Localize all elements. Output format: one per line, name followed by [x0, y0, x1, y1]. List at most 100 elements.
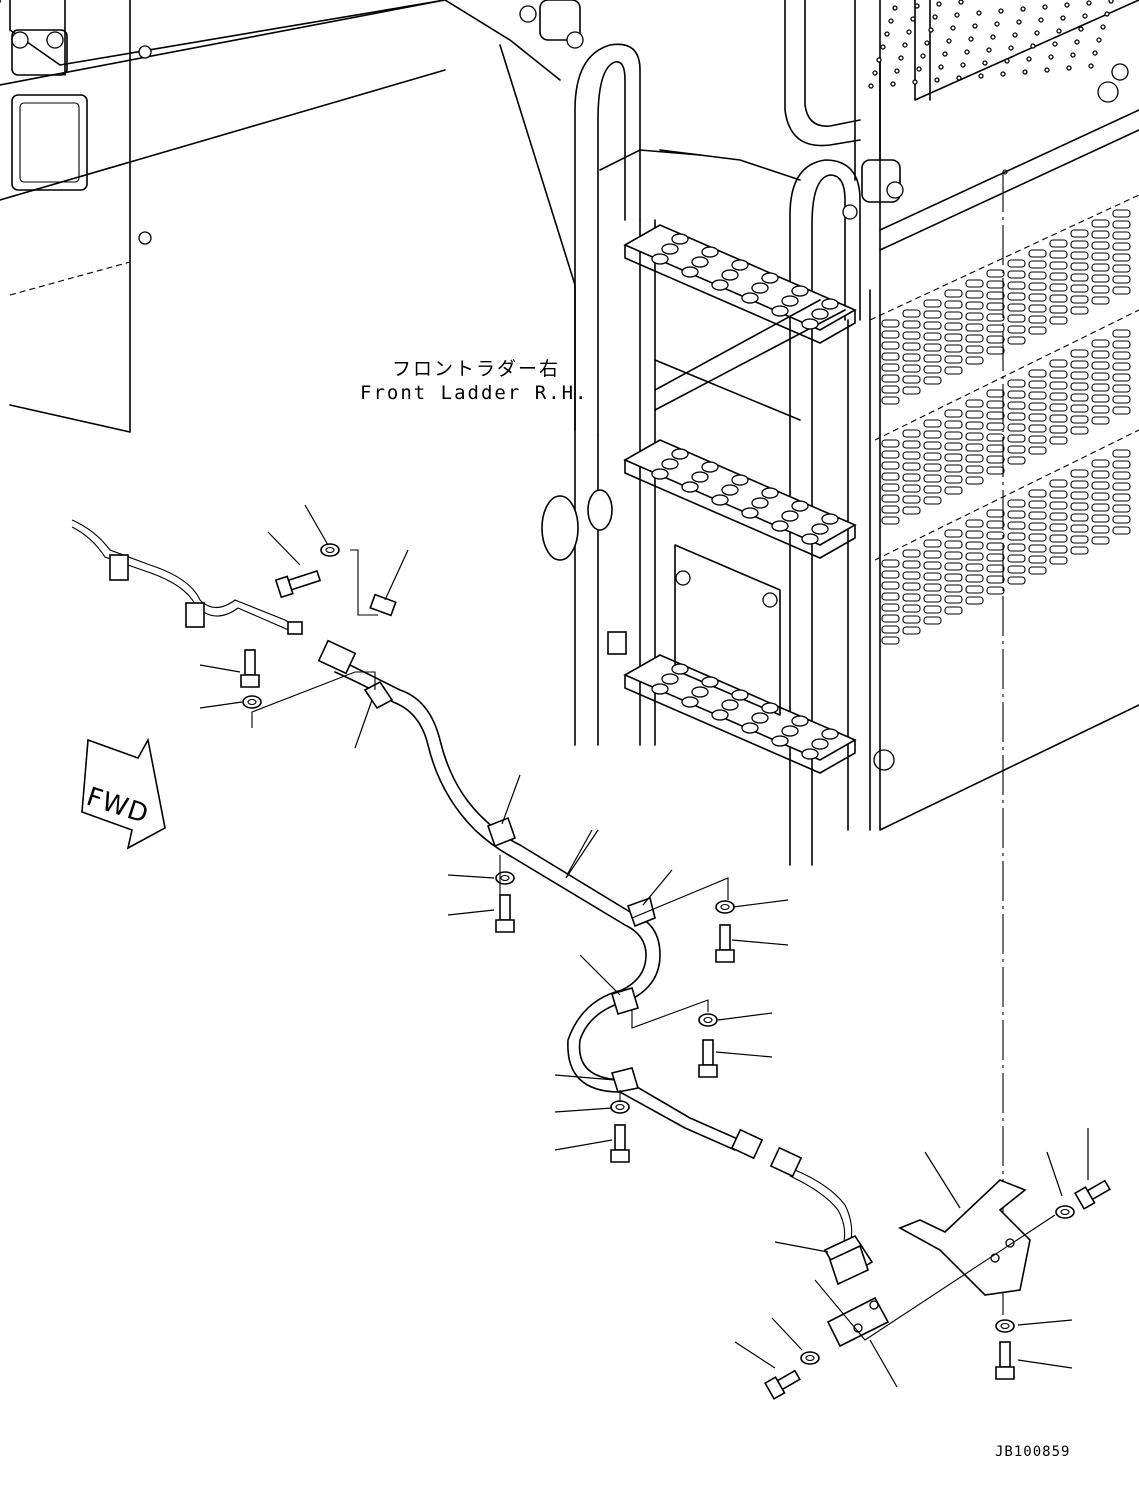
- grille-slot: [902, 571, 921, 580]
- grille-slot: [923, 441, 942, 450]
- grille-slot: [965, 301, 984, 310]
- grille-slot: [1049, 316, 1068, 325]
- grille-slot: [1070, 273, 1089, 282]
- platform-hole: [968, 36, 974, 42]
- washer: [1055, 1205, 1075, 1219]
- grille-slot: [944, 606, 963, 615]
- grille-slot: [986, 324, 1005, 333]
- platform-hole: [934, 77, 940, 83]
- grille-slot: [1007, 565, 1026, 574]
- grille-slot: [1070, 426, 1089, 435]
- platform-hole: [1088, 63, 1094, 69]
- grille-slot: [1028, 391, 1047, 400]
- grille-slot: [986, 509, 1005, 518]
- grille-slot: [923, 332, 942, 341]
- bolt: [764, 1369, 801, 1400]
- platform-hole: [1016, 19, 1022, 25]
- grille-slot: [1007, 259, 1026, 268]
- grille-slot: [1112, 449, 1131, 458]
- wiring-harness: [317, 639, 853, 1247]
- grille-slot: [1070, 480, 1089, 489]
- grille-slot: [1070, 382, 1089, 391]
- grille-slot: [944, 540, 963, 549]
- platform-hole: [976, 10, 982, 16]
- bolt-head: [240, 674, 260, 688]
- step-hole: [651, 253, 669, 265]
- grille-slot: [1028, 446, 1047, 455]
- ladder-label-english: Front Ladder R.H.: [360, 382, 589, 404]
- step-hole: [821, 728, 839, 740]
- grille-slot: [1112, 406, 1131, 415]
- grille-slot: [986, 280, 1005, 289]
- grille-slot: [923, 321, 942, 330]
- grille-slot: [944, 573, 963, 582]
- grille-slot: [1070, 306, 1089, 315]
- bolt-shank: [999, 1341, 1011, 1368]
- grille-slot: [902, 320, 921, 329]
- step-hole: [691, 256, 709, 268]
- grille-slot: [1028, 424, 1047, 433]
- grille-slot: [1049, 359, 1068, 368]
- step-hole: [711, 709, 729, 721]
- step-hole: [811, 308, 829, 320]
- grille-slot: [1049, 381, 1068, 390]
- grille-slot: [1028, 293, 1047, 302]
- grille-slot: [1007, 390, 1026, 399]
- grille-slot: [986, 313, 1005, 322]
- grille-slot: [1070, 535, 1089, 544]
- grille-slot: [1070, 349, 1089, 358]
- grille-slot: [923, 452, 942, 461]
- grille-slot: [923, 463, 942, 472]
- platform-hole: [1092, 50, 1098, 56]
- grille-slot: [1091, 492, 1110, 501]
- bolt-head: [698, 1064, 718, 1078]
- step-hole: [651, 683, 669, 695]
- grille-slot: [1007, 521, 1026, 530]
- step-hole: [731, 689, 749, 701]
- grille-slot: [986, 400, 1005, 409]
- platform-hole: [872, 70, 878, 76]
- hardware: [240, 543, 1111, 1400]
- grille-slot: [965, 476, 984, 485]
- step-hole: [711, 279, 729, 291]
- grille-slot: [923, 419, 942, 428]
- grille-slot: [986, 466, 1005, 475]
- grille-slot: [1049, 250, 1068, 259]
- grille-slot: [902, 364, 921, 373]
- platform-hole: [912, 79, 918, 85]
- grille-slot: [965, 465, 984, 474]
- grille-slot: [1007, 434, 1026, 443]
- grille-slot: [965, 323, 984, 332]
- front-ladder: [519, 0, 904, 866]
- platform-hole: [1012, 32, 1018, 38]
- grille-slot: [902, 429, 921, 438]
- grille-slot: [965, 552, 984, 561]
- step-hole: [791, 715, 809, 727]
- grille-slot: [923, 474, 942, 483]
- grille-slot: [1028, 544, 1047, 553]
- step-hole: [681, 696, 699, 708]
- grille-slot: [1028, 533, 1047, 542]
- grille-slot: [1091, 394, 1110, 403]
- grille-slot: [881, 570, 900, 579]
- platform-hole: [892, 5, 898, 11]
- grille-slot: [1007, 292, 1026, 301]
- grille-slot: [986, 291, 1005, 300]
- platform-hole: [920, 53, 926, 59]
- step-hole: [691, 471, 709, 483]
- grille-slot: [1028, 271, 1047, 280]
- grille-slot: [902, 560, 921, 569]
- platform-hole: [932, 14, 938, 20]
- grille-slot: [1007, 314, 1026, 323]
- grille-slot: [881, 374, 900, 383]
- grille-slot: [1091, 296, 1110, 305]
- grille-slot: [923, 299, 942, 308]
- grille-slot: [965, 421, 984, 430]
- grille-slot: [1112, 493, 1131, 502]
- washer-hole: [1000, 1322, 1010, 1330]
- grille-slot: [1112, 351, 1131, 360]
- grille-slot: [902, 604, 921, 613]
- grille-slot: [965, 290, 984, 299]
- grille-slot: [1070, 502, 1089, 511]
- grille-slot: [881, 494, 900, 503]
